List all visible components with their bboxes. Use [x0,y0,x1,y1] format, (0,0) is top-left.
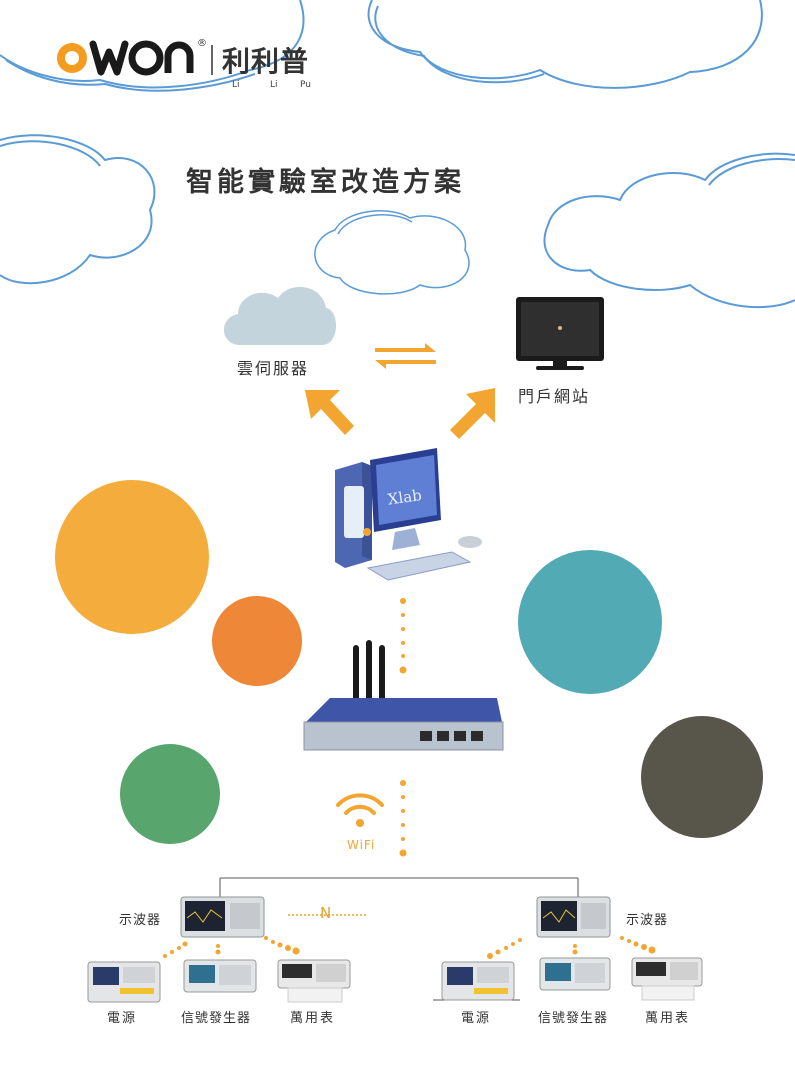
brand-pinyin-3: Pu [300,80,311,90]
portal-label: 門戶網站 [518,387,591,406]
right-scope-label: 示波器 [626,913,669,928]
right-oscilloscope-icon [536,896,611,938]
owon-logo [57,40,213,76]
connector-dots-lower [399,780,407,857]
sky-cloud-top-right [367,0,763,89]
left-oscilloscope-icon [180,896,265,938]
circle-teal [518,550,662,694]
monitor-icon [516,297,604,370]
left-signal-generator-icon [183,959,257,993]
router-icon [303,640,504,751]
workstation-icon [335,448,482,581]
left-scope-label: 示波器 [119,913,162,928]
sky-cloud-left [0,134,156,285]
right-generator-label: 信號發生器 [538,1011,609,1026]
network-line [219,877,579,1001]
left-generator-label: 信號發生器 [181,1011,252,1026]
right-signal-generator-icon [539,957,611,991]
wifi-icon [336,793,384,827]
left-power-supply-icon [87,961,161,1003]
arrow-up-right-icon [450,388,495,439]
page-title: 智能實驗室改造方案 [186,167,465,198]
left-power-label: 電源 [107,1011,138,1026]
sync-arrows-icon [375,343,436,369]
arrow-up-left-icon [305,390,354,435]
sky-cloud-right [543,152,795,309]
left-connector-dots [163,936,300,958]
right-power-label: 電源 [461,1011,492,1026]
cloud-server-label: 雲伺服器 [237,359,310,378]
circle-green [120,744,220,844]
right-meter-label: 萬用表 [645,1011,691,1026]
right-multimeter-icon [631,957,703,1001]
brand-pinyin-1: Li [232,80,240,90]
brand-pinyin-2: Li [270,80,278,90]
registered-mark: ® [197,38,207,49]
sky-cloud-center [314,210,470,295]
workstation-label: Xlab [387,486,423,509]
left-meter-label: 萬用表 [290,1011,336,1026]
connector-dots-upper [399,598,407,674]
left-multimeter-icon [277,959,351,1003]
sky-cloud-top-left [0,0,305,92]
wifi-label: WiFi [347,838,376,852]
right-power-supply-icon [441,961,515,1001]
brand-chinese: 利利普 [222,45,310,78]
circle-deep-orange [212,596,302,686]
right-connector-dots [487,936,656,959]
n-label: N [320,904,332,922]
cloud-server-icon [223,286,337,345]
circle-dark [641,716,763,838]
circle-orange [55,480,209,634]
